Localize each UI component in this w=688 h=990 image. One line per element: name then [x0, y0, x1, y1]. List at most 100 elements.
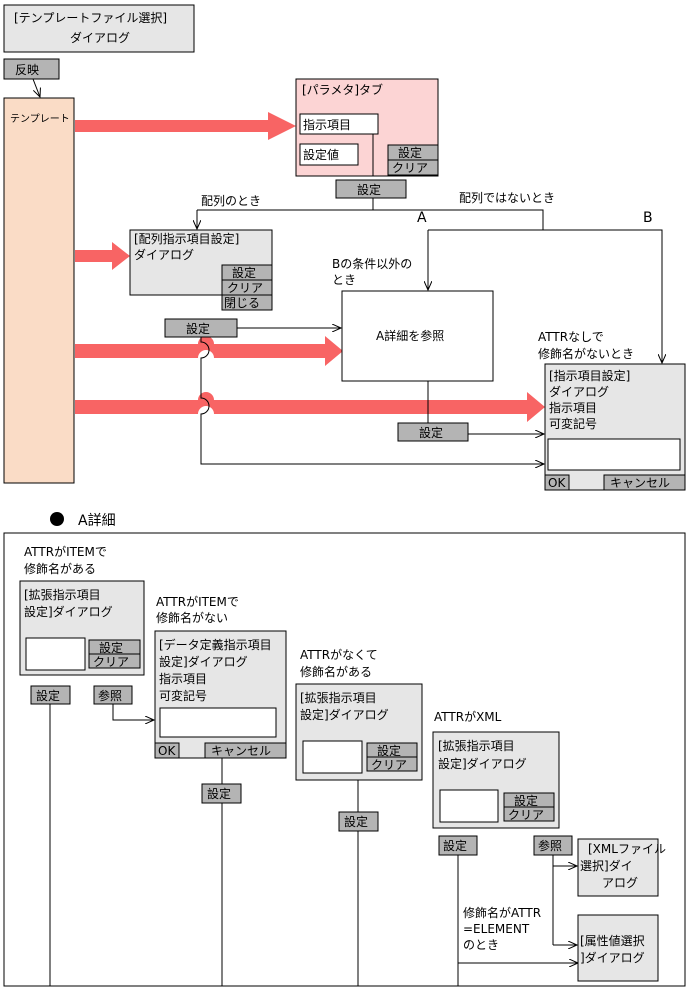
template-file-select-dialog: [テンプレートファイル選択] ダイアログ: [3, 4, 195, 53]
col1-set-below-button[interactable]: 設定: [30, 685, 71, 705]
col3-dialog-line1: [拡張指示項目: [300, 690, 377, 705]
reflect-button-label: 反映: [15, 63, 39, 77]
col1-cond-2: 修飾名がある: [24, 561, 96, 576]
a-detail-set-label: 設定: [419, 425, 443, 440]
array-clear-button-label: クリア: [227, 281, 263, 295]
col1-cond-1: ATTRがITEMで: [24, 544, 107, 559]
xml-file-select-dialog: [XMLファイル 選択]ダイ アログ: [577, 838, 666, 897]
template-box-label: テンプレート: [10, 113, 70, 125]
col2-cond-2: 修飾名がない: [156, 610, 228, 625]
col4-clear-button[interactable]: クリア: [503, 806, 555, 822]
a-detail-ref-box: [341, 290, 494, 382]
col4-clear-label: クリア: [508, 808, 544, 822]
item-dialog-input[interactable]: [547, 438, 681, 471]
col2-cancel-button[interactable]: キャンセル: [204, 742, 287, 759]
col1-set-label: 設定: [99, 640, 123, 655]
red-arrow-a-detail: [75, 336, 343, 366]
col4-set-button[interactable]: 設定: [503, 792, 555, 808]
cond-other-than-b-1: Bの条件以外の: [332, 257, 412, 271]
bullet-icon: [50, 512, 64, 526]
array-set-button[interactable]: 設定: [221, 264, 273, 281]
col1-dialog-input[interactable]: [25, 637, 86, 671]
col4-set-below-button[interactable]: 設定: [438, 835, 478, 856]
col2-dialog-line2: 設定]ダイアログ: [159, 654, 248, 669]
col3-set-below-button[interactable]: 設定: [338, 811, 379, 832]
col4-ext-dialog: [拡張指示項目 設定]ダイアログ 設定 クリア: [432, 731, 560, 829]
col2-data-def-dialog: [データ定義指示項目 設定]ダイアログ 指示項目 可変記号 OK キャンセル: [154, 630, 287, 759]
col4-cond: ATTRがXML: [434, 709, 502, 724]
col4-ref-button[interactable]: 参照: [533, 835, 573, 856]
reflect-arrow: [32, 78, 40, 97]
col2-cancel-label: キャンセル: [211, 744, 271, 758]
parameter-tab-box: [パラメタ]タブ 指示項目 設定値 設定 クリア: [295, 78, 439, 177]
col1-clear-button[interactable]: クリア: [88, 653, 141, 669]
col3-dialog-input[interactable]: [302, 740, 363, 774]
col2-ok-label: OK: [158, 744, 176, 758]
col2-ok-button[interactable]: OK: [154, 742, 180, 759]
col3-dialog-line2: 設定]ダイアログ: [300, 707, 389, 722]
col1-ext-dialog: [拡張指示項目 設定]ダイアログ 設定 クリア: [19, 580, 145, 676]
col4-cond-element-1: 修飾名がATTR: [463, 905, 541, 920]
item-dialog-item-label: 指示項目: [549, 400, 597, 415]
col1-dialog-line2: 設定]ダイアログ: [24, 604, 113, 619]
attr-value-select-dialog: [属性値選択 ]ダイアログ: [577, 914, 659, 982]
col1-dialog-line1: [拡張指示項目: [24, 587, 101, 602]
col2-cond-1: ATTRがITEMで: [156, 594, 239, 609]
col4-cond-element-2: =ELEMENT: [463, 922, 530, 936]
array-clear-button[interactable]: クリア: [221, 279, 273, 296]
array-set-below-label: 設定: [186, 321, 210, 336]
param-item-field[interactable]: [299, 113, 379, 135]
template-box: [3, 97, 75, 484]
reflect-button[interactable]: 反映: [3, 58, 60, 80]
a-detail-frame: [3, 532, 686, 987]
col3-clear-button[interactable]: クリア: [366, 756, 418, 772]
col4-dialog-line2: 設定]ダイアログ: [438, 756, 527, 771]
col3-ext-dialog: [拡張指示項目 設定]ダイアログ 設定 クリア: [295, 683, 423, 781]
col2-dialog-item: 指示項目: [159, 671, 207, 686]
param-clear-button[interactable]: クリア: [387, 159, 439, 176]
col2-set-below-button[interactable]: 設定: [201, 783, 242, 804]
label-b: B: [643, 210, 653, 226]
item-dialog-subtitle: ダイアログ: [549, 384, 609, 399]
array-close-button[interactable]: 閉じる: [221, 294, 273, 311]
col4-set-label: 設定: [514, 793, 538, 808]
array-dialog-title: [配列指示項目設定]: [134, 231, 239, 246]
label-a: A: [417, 210, 427, 226]
cond-no-attr-1: ATTRなしで: [538, 330, 604, 344]
col4-dialog-input[interactable]: [439, 789, 499, 823]
array-close-button-label: 閉じる: [224, 296, 260, 310]
col3-cond-1: ATTRがなくて: [300, 647, 378, 662]
param-value-field[interactable]: [299, 143, 359, 166]
param-value-field-label: 設定値: [303, 147, 339, 162]
col3-set-label: 設定: [377, 743, 401, 758]
item-cancel-label: キャンセル: [610, 476, 670, 490]
a-detail-set-button[interactable]: 設定: [397, 422, 469, 442]
xml-dialog-line2: 選択]ダイ: [580, 858, 633, 873]
item-setting-dialog: [指示項目設定] ダイアログ 指示項目 可変記号 OK キャンセル: [544, 363, 686, 491]
branch-bar: [197, 209, 544, 230]
item-dialog-title: [指示項目設定]: [549, 368, 630, 383]
label-not-array: 配列ではないとき: [459, 191, 555, 205]
parameter-tab-title: [パラメタ]タブ: [302, 82, 383, 97]
col3-set-button[interactable]: 設定: [366, 742, 418, 758]
col1-set-button[interactable]: 設定: [88, 639, 141, 655]
col4-set-below-label: 設定: [443, 838, 467, 853]
param-set-below-button[interactable]: 設定: [335, 179, 407, 199]
col3-clear-label: クリア: [371, 758, 407, 772]
col2-dialog-input[interactable]: [159, 707, 277, 738]
xml-dialog-line3: アログ: [602, 876, 638, 890]
col2-set-below-label: 設定: [207, 786, 231, 801]
col4-dialog-line1: [拡張指示項目: [438, 738, 515, 753]
item-dialog-var-label: 可変記号: [549, 416, 597, 431]
col1-ref-button[interactable]: 参照: [93, 685, 133, 705]
xml-dialog-line1: [XMLファイル: [588, 842, 666, 856]
item-ok-button[interactable]: OK: [544, 474, 570, 491]
col1-set-below-label: 設定: [36, 688, 60, 703]
param-set-button-label: 設定: [398, 145, 422, 160]
array-set-below-button[interactable]: 設定: [164, 318, 238, 338]
col1-ref-label: 参照: [98, 688, 122, 703]
item-cancel-button[interactable]: キャンセル: [603, 474, 686, 491]
param-set-below-label: 設定: [357, 182, 381, 197]
param-set-button[interactable]: 設定: [387, 144, 439, 161]
